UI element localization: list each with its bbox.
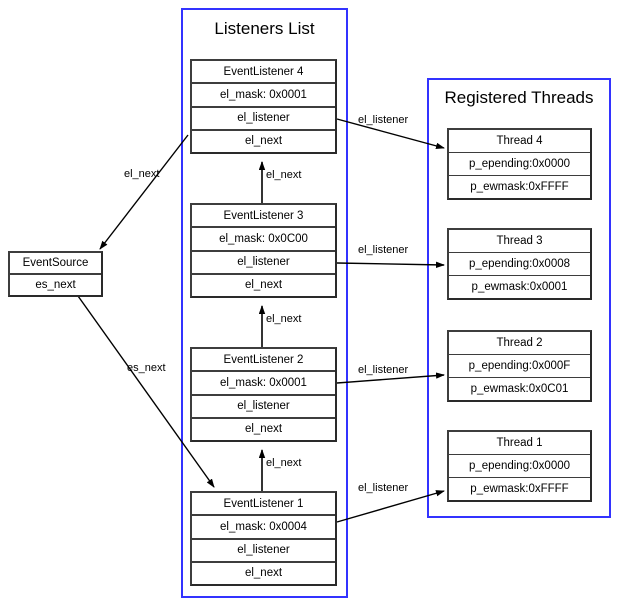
thread-2-epending: p_epending:0x000F xyxy=(449,355,590,378)
listener-4-el-listener: el_listener xyxy=(192,107,335,131)
wire-source-to-listener4 xyxy=(99,134,189,250)
edge-label-listener3-to-thread3: el_listener xyxy=(358,244,409,256)
thread-3-ewmask: p_ewmask:0x0001 xyxy=(449,276,590,298)
listener-2-title: EventListener 2 xyxy=(192,349,335,373)
edge-label-listener1-to-thread1: el_listener xyxy=(358,482,409,494)
edge-label-source-to-listener1: es_next xyxy=(127,362,166,374)
edge-label-listener2-to-listener3: el_next xyxy=(266,313,302,325)
thread-1-ewmask: p_ewmask:0xFFFF xyxy=(449,478,590,500)
thread-node-4[interactable]: Thread 4 p_epending:0x0000 p_ewmask:0xFF… xyxy=(447,128,592,200)
listener-2-el-listener: el_listener xyxy=(192,395,335,419)
thread-4-ewmask: p_ewmask:0xFFFF xyxy=(449,176,590,198)
edge-label-source-to-listener4: el_next xyxy=(124,168,160,180)
listener-node-1[interactable]: EventListener 1 el_mask: 0x0004 el_liste… xyxy=(190,491,337,586)
listener-4-el-next: el_next xyxy=(192,130,335,152)
listener-node-2[interactable]: EventListener 2 el_mask: 0x0001 el_liste… xyxy=(190,347,337,442)
registered-threads-panel xyxy=(427,78,611,518)
thread-1-epending: p_epending:0x0000 xyxy=(449,455,590,478)
thread-node-3[interactable]: Thread 3 p_epending:0x0008 p_ewmask:0x00… xyxy=(447,228,592,300)
listener-3-el-listener: el_listener xyxy=(192,251,335,275)
listener-1-el-listener: el_listener xyxy=(192,539,335,563)
listener-3-mask: el_mask: 0x0C00 xyxy=(192,228,335,252)
listener-4-mask: el_mask: 0x0001 xyxy=(192,84,335,108)
thread-1-title: Thread 1 xyxy=(449,432,590,455)
event-source-field-es-next: es_next xyxy=(10,275,101,295)
thread-4-title: Thread 4 xyxy=(449,130,590,153)
thread-3-title: Thread 3 xyxy=(449,230,590,253)
registered-threads-title: Registered Threads xyxy=(444,88,594,107)
listener-3-el-next: el_next xyxy=(192,274,335,296)
edge-label-listener4-to-thread4: el_listener xyxy=(358,114,409,126)
thread-node-1[interactable]: Thread 1 p_epending:0x0000 p_ewmask:0xFF… xyxy=(447,430,592,502)
listener-1-el-next: el_next xyxy=(192,562,335,584)
listener-2-mask: el_mask: 0x0001 xyxy=(192,372,335,396)
thread-3-epending: p_epending:0x0008 xyxy=(449,253,590,276)
edge-label-listener2-to-thread2: el_listener xyxy=(358,364,409,376)
listener-1-mask: el_mask: 0x0004 xyxy=(192,516,335,540)
thread-4-epending: p_epending:0x0000 xyxy=(449,153,590,176)
thread-2-title: Thread 2 xyxy=(449,332,590,355)
listeners-list-title: Listeners List xyxy=(214,19,315,38)
listener-1-title: EventListener 1 xyxy=(192,493,335,517)
thread-node-2[interactable]: Thread 2 p_epending:0x000F p_ewmask:0x0C… xyxy=(447,330,592,402)
edge-label-listener1-to-listener2: el_next xyxy=(266,457,302,469)
listener-2-el-next: el_next xyxy=(192,418,335,440)
event-source-title: EventSource xyxy=(10,253,101,275)
thread-2-ewmask: p_ewmask:0x0C01 xyxy=(449,378,590,400)
listener-4-title: EventListener 4 xyxy=(192,61,335,85)
event-source-node[interactable]: EventSource es_next xyxy=(8,251,103,297)
listener-node-3[interactable]: EventListener 3 el_mask: 0x0C00 el_liste… xyxy=(190,203,337,298)
listener-3-title: EventListener 3 xyxy=(192,205,335,229)
edge-label-listener3-to-listener4: el_next xyxy=(266,169,302,181)
listener-node-4[interactable]: EventListener 4 el_mask: 0x0001 el_liste… xyxy=(190,59,337,154)
